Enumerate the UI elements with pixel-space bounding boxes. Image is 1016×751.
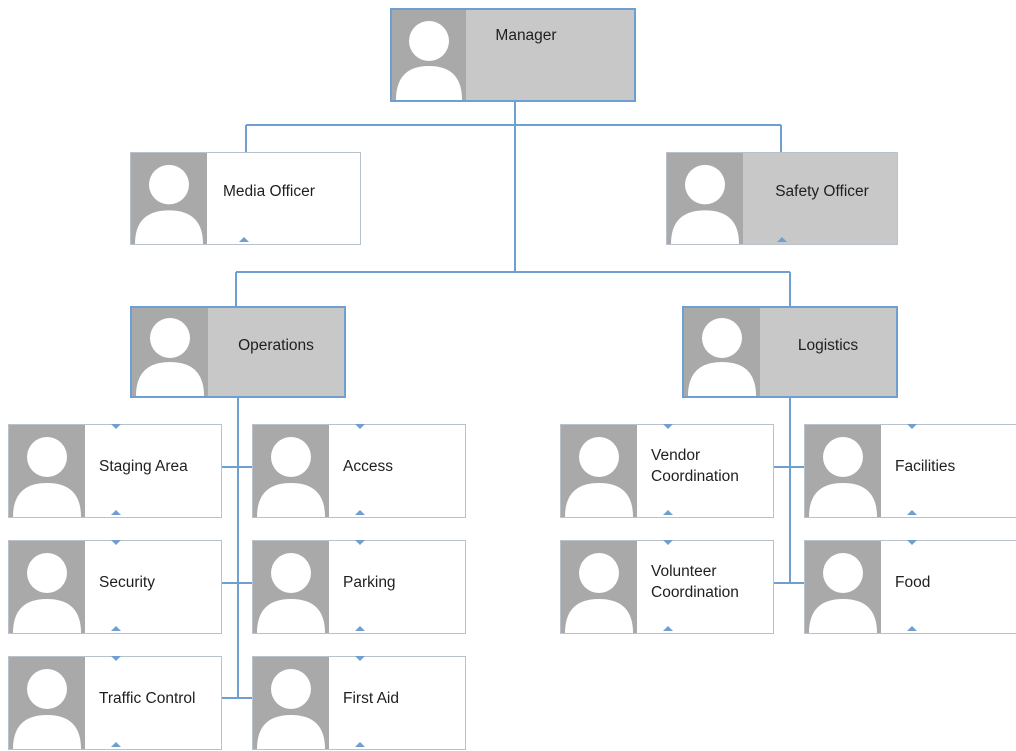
person-placeholder-icon — [688, 318, 756, 396]
person-placeholder-icon — [13, 553, 81, 633]
expand-handle[interactable] — [111, 742, 121, 747]
node-safety-officer[interactable]: Safety Officer — [666, 152, 898, 245]
node-label: Safety Officer — [775, 183, 869, 200]
person-placeholder-icon — [809, 437, 877, 517]
person-placeholder-icon — [396, 21, 462, 100]
avatar — [561, 425, 637, 517]
avatar — [9, 657, 85, 749]
person-placeholder-icon — [135, 164, 203, 244]
node-label-line: Volunteer — [651, 563, 717, 580]
avatar — [253, 541, 329, 633]
expand-handle[interactable] — [111, 540, 121, 545]
node-label: Vendor Coordination — [647, 415, 773, 517]
expand-handle[interactable] — [777, 237, 787, 242]
node-label: Food — [895, 573, 931, 591]
avatar — [253, 657, 329, 749]
node-label: Parking — [343, 573, 396, 591]
node-media-officer[interactable]: Media Officer — [130, 152, 361, 245]
node-label: Media Officer — [223, 183, 315, 200]
node-label: Logistics — [797, 336, 859, 354]
person-placeholder-icon — [257, 437, 325, 517]
person-placeholder-icon — [809, 553, 877, 633]
node-vendor-coordination[interactable]: Vendor Coordination — [560, 424, 774, 518]
node-parking[interactable]: Parking — [252, 540, 466, 634]
expand-handle[interactable] — [111, 424, 121, 429]
node-label: Manager — [495, 26, 557, 44]
expand-handle[interactable] — [111, 626, 121, 631]
expand-handle[interactable] — [355, 510, 365, 515]
expand-handle[interactable] — [907, 540, 917, 545]
expand-handle[interactable] — [663, 510, 673, 515]
avatar — [805, 541, 881, 633]
node-staging-area[interactable]: Staging Area — [8, 424, 222, 518]
node-facilities[interactable]: Facilities — [804, 424, 1016, 518]
expand-handle[interactable] — [355, 656, 365, 661]
person-placeholder-icon — [257, 669, 325, 749]
avatar — [561, 541, 637, 633]
expand-handle[interactable] — [663, 424, 673, 429]
node-access[interactable]: Access — [252, 424, 466, 518]
avatar — [684, 308, 760, 396]
avatar — [805, 425, 881, 517]
node-label: Operations — [238, 336, 314, 354]
expand-handle[interactable] — [355, 626, 365, 631]
node-label: Access — [343, 457, 393, 475]
expand-handle[interactable] — [239, 237, 249, 242]
person-placeholder-icon — [136, 318, 204, 396]
node-label: Facilities — [895, 457, 956, 475]
node-label: First Aid — [343, 689, 399, 707]
expand-handle[interactable] — [355, 742, 365, 747]
node-label-line: Vendor — [651, 447, 701, 464]
expand-handle[interactable] — [907, 424, 917, 429]
node-label-line: Coordination — [651, 468, 739, 485]
expand-handle[interactable] — [663, 626, 673, 631]
avatar — [131, 153, 207, 244]
person-placeholder-icon — [257, 553, 325, 633]
person-placeholder-icon — [565, 437, 633, 517]
node-manager[interactable]: Manager — [390, 8, 636, 102]
expand-handle[interactable] — [355, 540, 365, 545]
avatar — [253, 425, 329, 517]
node-first-aid[interactable]: First Aid — [252, 656, 466, 750]
node-label: Staging Area — [99, 457, 188, 475]
node-label-line: Coordination — [651, 584, 739, 601]
avatar — [9, 541, 85, 633]
person-placeholder-icon — [565, 553, 633, 633]
expand-handle[interactable] — [355, 424, 365, 429]
node-food[interactable]: Food — [804, 540, 1016, 634]
avatar — [667, 153, 743, 244]
node-volunteer-coordination[interactable]: Volunteer Coordination — [560, 540, 774, 634]
expand-handle[interactable] — [663, 540, 673, 545]
person-placeholder-icon — [13, 437, 81, 517]
node-security[interactable]: Security — [8, 540, 222, 634]
person-placeholder-icon — [13, 669, 81, 749]
avatar — [132, 308, 208, 396]
expand-handle[interactable] — [907, 510, 917, 515]
node-traffic-control[interactable]: Traffic Control — [8, 656, 222, 750]
node-operations[interactable]: Operations — [130, 306, 346, 398]
expand-handle[interactable] — [111, 510, 121, 515]
expand-handle[interactable] — [907, 626, 917, 631]
avatar — [9, 425, 85, 517]
node-logistics[interactable]: Logistics — [682, 306, 898, 398]
node-label: Traffic Control — [99, 689, 196, 707]
node-label: Volunteer Coordination — [647, 531, 773, 633]
node-label: Security — [99, 573, 155, 591]
person-placeholder-icon — [671, 164, 739, 244]
avatar — [392, 10, 466, 100]
expand-handle[interactable] — [111, 656, 121, 661]
